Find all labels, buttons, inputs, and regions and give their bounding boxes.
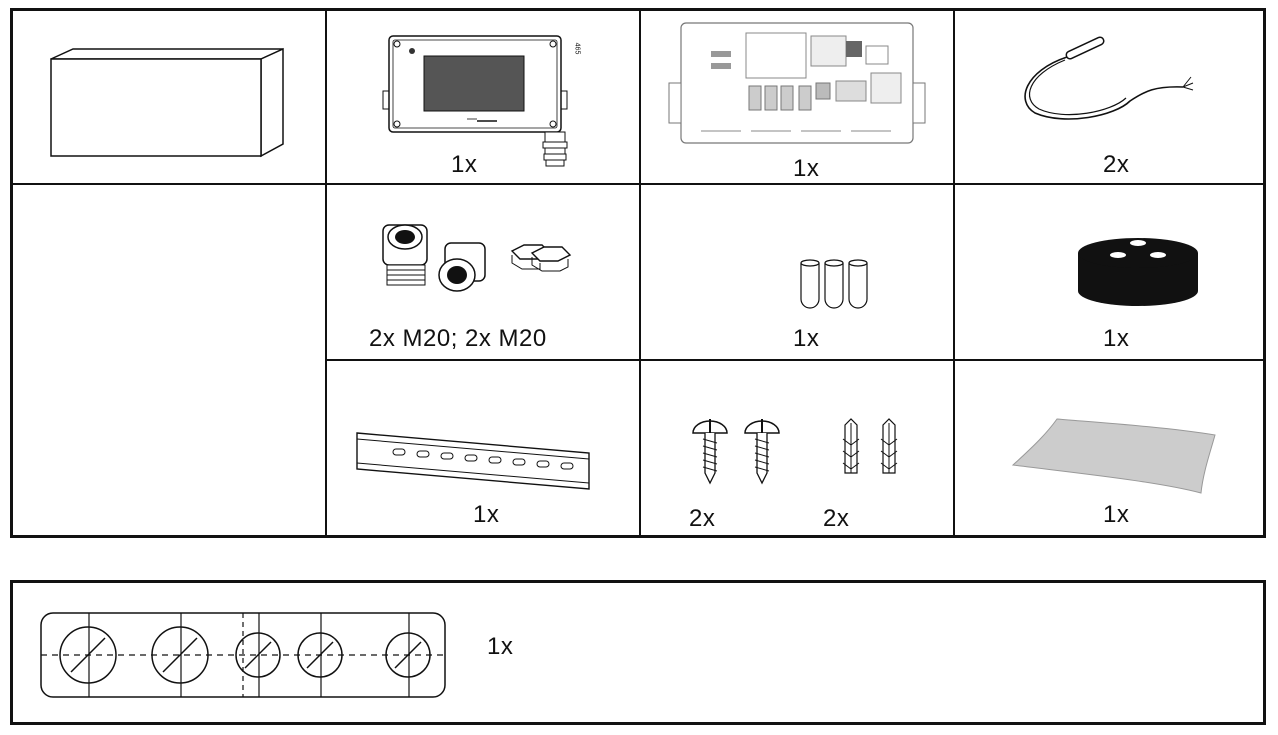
enclosure-box-icon — [50, 47, 284, 158]
cell-rubber-seal: 1x — [955, 185, 1267, 359]
cell-control-board: 1x — [641, 11, 953, 183]
parts-grid: 465 1x 1x — [10, 8, 1266, 538]
control-board-icon — [668, 22, 926, 144]
cable-glands-qty: 2x M20; 2x M20 — [369, 325, 547, 352]
knockout-strip-icon — [40, 612, 446, 698]
knockout-strip-panel: 1x — [10, 580, 1266, 725]
grid-divider — [953, 11, 955, 535]
cell-empty — [13, 185, 325, 535]
pad-sheet-icon — [1011, 418, 1216, 494]
grid-divider — [639, 11, 641, 535]
grid-divider — [13, 183, 1263, 185]
screw-icon — [692, 419, 780, 485]
cell-display-unit: 465 1x — [327, 11, 639, 183]
model-mark-label: 465 — [573, 42, 581, 55]
display-unit-icon — [382, 35, 568, 167]
rubber-seal-icon — [1078, 238, 1198, 306]
cell-temp-sensor: 2x — [955, 11, 1267, 183]
temp-sensor-qty: 2x — [1103, 151, 1130, 178]
display-unit-qty: 1x — [451, 151, 478, 178]
wall-plug-icon — [842, 418, 898, 474]
tube-icon — [800, 259, 868, 309]
cell-cable-glands: 2x M20; 2x M20 — [327, 185, 639, 359]
grid-divider — [325, 11, 327, 535]
grid-divider — [325, 359, 1263, 361]
rubber-seal-qty: 1x — [1103, 325, 1130, 352]
cable-gland-icon — [382, 224, 572, 292]
cell-pad-sheet: 1x — [955, 361, 1267, 535]
control-board-qty: 1x — [793, 155, 820, 182]
tubes-qty: 1x — [793, 325, 820, 352]
wall-plugs-qty: 2x — [823, 505, 850, 532]
cell-enclosure-box — [13, 11, 325, 183]
temp-sensor-icon — [1024, 36, 1194, 120]
din-rail-qty: 1x — [473, 501, 500, 528]
din-rail-icon — [356, 432, 590, 490]
knockout-strip-qty: 1x — [487, 633, 514, 660]
cell-din-rail: 1x — [327, 361, 639, 535]
pad-sheet-qty: 1x — [1103, 501, 1130, 528]
cell-tubes: 1x — [641, 185, 953, 359]
cell-screws-plugs: 2x 2x — [641, 361, 953, 535]
screws-qty: 2x — [689, 505, 716, 532]
